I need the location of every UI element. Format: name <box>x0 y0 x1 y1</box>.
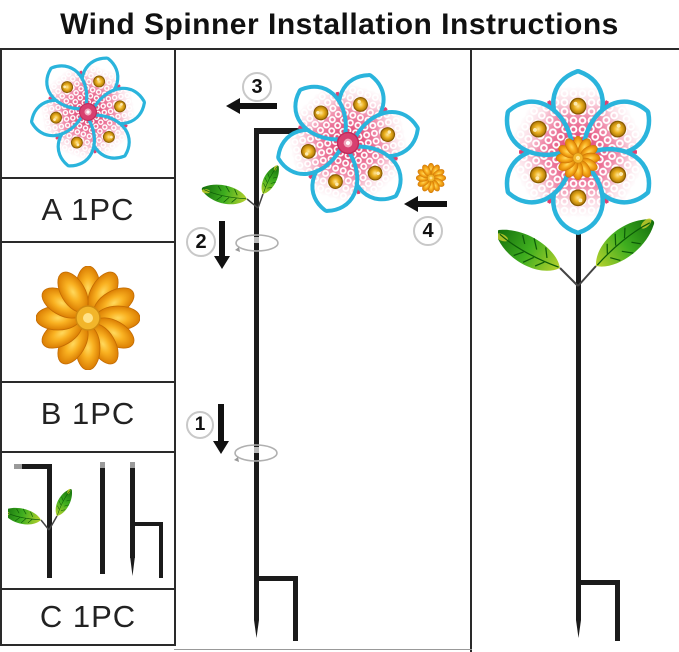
rotate-connector-icon <box>234 234 279 253</box>
assembled-pole <box>576 205 581 620</box>
divider-left-middle <box>174 48 176 646</box>
page-title: Wind Spinner Installation Instructions <box>60 8 619 41</box>
part-b-center-cap <box>36 266 140 370</box>
pole-joint <box>254 237 259 243</box>
step-bar-vertical <box>293 576 298 641</box>
assembled-ground-spike <box>576 620 581 638</box>
part-b-label: B 1PC <box>40 396 136 431</box>
step-3-badge: 3 <box>242 72 272 102</box>
cell-line-b-bottom <box>0 451 176 453</box>
part-c-stake-set <box>8 462 163 578</box>
flower-spinner-mounting <box>272 67 424 219</box>
step-4-badge: 4 <box>413 216 443 246</box>
connector-tip-icon <box>14 464 23 469</box>
assembled-step-bar-vertical <box>615 580 620 641</box>
part-a-label: A 1PC <box>41 192 135 227</box>
leaf-icon <box>50 486 77 519</box>
leaf-icon <box>8 503 43 529</box>
pole-leaves <box>199 162 284 210</box>
left-border <box>0 48 2 646</box>
assembled-center-cap <box>556 136 600 180</box>
step-1-badge: 1 <box>186 411 214 439</box>
middle-bottom-border <box>174 649 472 650</box>
part-a-flower-spinner <box>27 51 149 173</box>
step-2-badge: 2 <box>186 227 216 257</box>
pole-top-bend <box>255 128 300 134</box>
cell-line-a-top <box>0 177 176 179</box>
cell-line-b-top <box>0 381 176 383</box>
assembled-step-bar-horizontal <box>578 580 620 585</box>
part-c-label: C 1PC <box>39 599 137 634</box>
pole-joint <box>254 447 259 453</box>
cell-line-c-bottom <box>0 644 176 646</box>
assembled-leaves <box>498 218 658 287</box>
cell-line-c-top <box>0 588 176 590</box>
pole-ground-spike <box>254 620 259 638</box>
leaf-icon <box>199 179 250 210</box>
step-bar-horizontal <box>255 576 297 581</box>
rotate-connector-icon <box>233 444 278 463</box>
pole-shaft <box>254 128 259 620</box>
center-cap-mounting <box>416 163 446 193</box>
divider-middle-right <box>470 48 472 652</box>
cell-line-a-bottom <box>0 241 176 243</box>
top-border <box>0 48 679 50</box>
